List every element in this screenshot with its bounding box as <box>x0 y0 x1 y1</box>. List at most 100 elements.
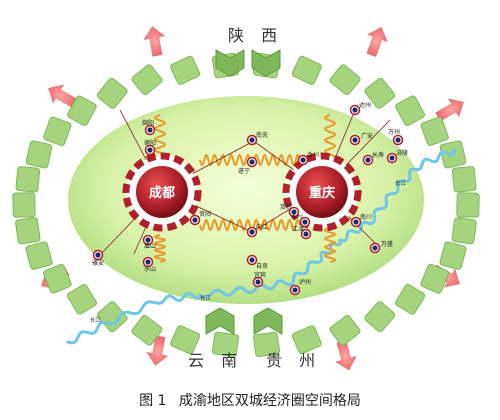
city-label: 自贡 <box>256 262 268 270</box>
ring-tile <box>42 263 72 294</box>
city-label: 万州 <box>388 129 400 136</box>
city-node-suining: 遂宁 <box>238 156 258 175</box>
city-label: 绵阳 <box>142 119 154 127</box>
region-label-south-left: 云 南 <box>188 351 244 370</box>
city-label: 南充 <box>256 131 268 139</box>
city-node-zigong: 自贡 <box>246 254 268 270</box>
ring-tile <box>451 166 477 193</box>
ring-tile <box>170 325 201 355</box>
ring-tile <box>291 325 322 355</box>
city-node-nanchuan: 南川 <box>350 213 372 228</box>
city-label: 雅安 <box>92 259 104 267</box>
ring-tile <box>96 301 128 333</box>
ring-tile <box>43 116 72 146</box>
city-node-yongchuan: 永川 <box>291 213 311 228</box>
economic-circle-field <box>68 96 424 304</box>
ring-tile <box>96 77 128 109</box>
ring-tile <box>15 166 41 193</box>
outflow-arrow <box>366 26 388 57</box>
city-node-changshou: 长寿 <box>362 151 384 166</box>
ring-tile <box>131 314 163 346</box>
figure-caption: 图 1 成渝地区双城经济圈空间格局 <box>0 390 500 410</box>
core-cities: 成都 重庆 <box>122 152 362 232</box>
connector-spring <box>323 114 337 161</box>
city-label: 资阳 <box>199 210 211 218</box>
figure-title: 成渝地区双城经济圈空间格局 <box>178 393 361 409</box>
city-label: 广安 <box>361 132 373 140</box>
ring-tile <box>439 241 467 270</box>
ring-tile <box>329 64 361 96</box>
region-label-south-right: 贵 州 <box>266 351 322 370</box>
region-label-north: 陕 西 <box>228 26 284 45</box>
city-label: 乐山 <box>144 265 156 273</box>
boundary-tile-ring <box>12 52 480 358</box>
city-label: 遂宁 <box>238 167 250 175</box>
city-node-mianyang: 绵阳 <box>142 119 156 136</box>
river-line <box>66 292 202 345</box>
ring-tile <box>252 331 281 358</box>
ring-tile <box>420 263 450 294</box>
city-label: 万盛 <box>381 240 393 248</box>
city-node-fuling: 涪陵 <box>386 149 408 164</box>
city-label: 涪陵 <box>396 149 408 157</box>
city-label: 眉山 <box>144 242 156 250</box>
ring-tile <box>12 192 36 218</box>
ring-tile <box>25 140 53 169</box>
city-node-hechuan: 合川 <box>297 151 319 166</box>
inward-arrow <box>215 49 245 77</box>
ring-tile <box>420 116 449 146</box>
core-city-label: 重庆 <box>309 185 335 201</box>
ring-tile <box>211 331 240 358</box>
ring-tile <box>395 283 426 315</box>
city-label: 达州 <box>359 101 371 109</box>
city-label: 内江 <box>256 223 268 231</box>
city-node-neijiang: 内江 <box>246 223 268 238</box>
city-label: 南川 <box>360 213 372 221</box>
ring-tile <box>131 64 163 96</box>
river-label: 长江 <box>200 294 212 302</box>
outflow-arrow <box>143 26 166 57</box>
inward-arrow <box>253 307 283 335</box>
inward-arrows <box>205 49 283 335</box>
ring-tile <box>25 241 53 270</box>
city-node-shuangqiao: 双桥 <box>280 203 300 218</box>
city-label: 泸州 <box>299 278 311 286</box>
city-label: 长寿 <box>372 151 384 159</box>
ring-tile <box>170 55 201 85</box>
city-node-guangan: 广安 <box>349 132 373 146</box>
city-node-yaan: 雅安 <box>92 249 104 267</box>
inward-arrow <box>251 49 281 77</box>
river-label: 长江 <box>395 179 407 187</box>
city-node-yibin: 宜宾 <box>252 271 266 288</box>
city-node-dazhou: 达州 <box>349 101 371 116</box>
ring-tile <box>329 314 361 346</box>
ring-tile <box>451 217 477 245</box>
figure-number: 图 1 <box>139 393 167 409</box>
ring-tile <box>364 77 396 109</box>
city-nodes: 绵阳德阳资阳眉山乐山雅安南充遂宁内江自贡宜宾泸州达州广安长寿涪陵万州合川双桥永川… <box>92 101 408 296</box>
outflow-arrow <box>146 335 169 366</box>
city-label: 双桥 <box>280 203 292 211</box>
outflow-arrow <box>48 84 77 108</box>
connector-spring <box>153 234 167 263</box>
ring-tile <box>364 301 396 333</box>
core-city-chongqing: 重庆 <box>282 152 362 232</box>
connector-spring <box>199 218 301 232</box>
ring-tile <box>15 217 41 245</box>
city-label: 宜宾 <box>254 271 266 279</box>
city-label: 江津 <box>292 226 304 233</box>
core-city-chengdu: 成都 <box>122 152 202 232</box>
city-node-wanzhou: 万州 <box>388 129 404 146</box>
city-label: 合川 <box>307 151 319 159</box>
city-node-meishan: 眉山 <box>142 234 156 250</box>
ring-tile <box>456 192 480 218</box>
ring-tile <box>66 283 97 315</box>
outflow-arrow <box>335 340 357 371</box>
city-label: 永川 <box>291 213 303 221</box>
ring-tile <box>291 55 322 85</box>
connector-spring <box>153 114 167 159</box>
core-city-label: 成都 <box>149 185 175 201</box>
city-node-wanling: 万盛 <box>369 240 393 254</box>
city-node-leshan: 乐山 <box>142 256 156 273</box>
